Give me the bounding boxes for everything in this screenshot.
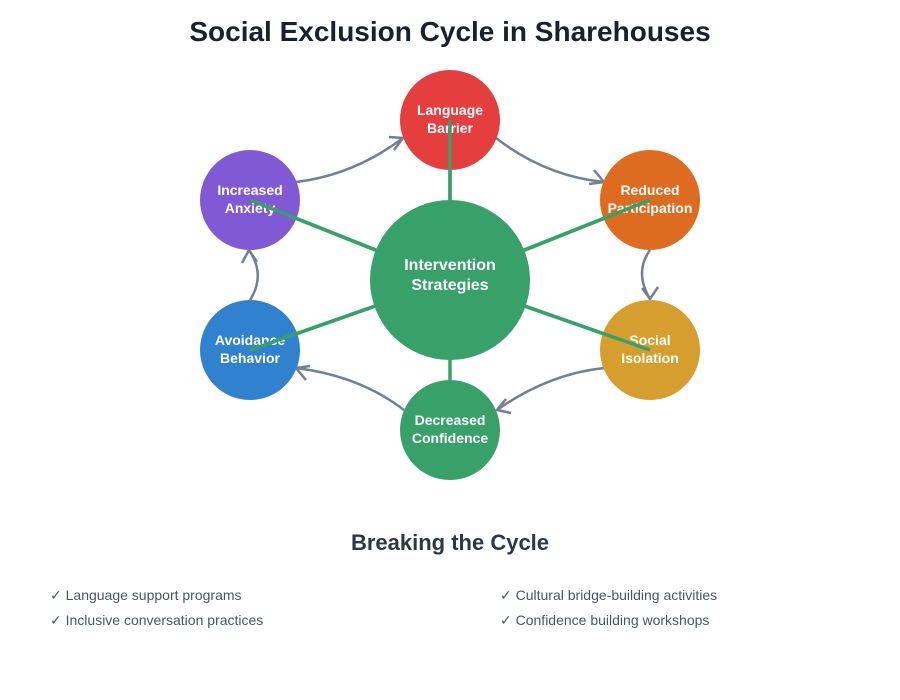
arrow-avoidance-to-anxiety — [240, 247, 259, 301]
node-circle — [400, 380, 500, 480]
spoke-overlay-lower-left — [249, 304, 376, 352]
arrow-anxiety-to-language — [295, 135, 406, 184]
node-label-line2: Participation — [608, 200, 693, 216]
strategy-item: ✓ Language support programs — [50, 587, 242, 603]
intervention-hub-label-line1: Intervention — [404, 257, 496, 274]
node-label-line2: Confidence — [412, 430, 488, 446]
arrow-confidence-to-avoidance — [293, 364, 405, 411]
arrow-language-to-participation — [495, 137, 607, 186]
spoke-overlay-lower-right — [524, 304, 651, 352]
arrow-isolation-to-confidence — [494, 366, 605, 415]
node-label-line1: Reduced — [620, 182, 679, 198]
node-label-line1: Social — [629, 332, 670, 348]
strategy-item: ✓ Cultural bridge-building activities — [500, 587, 717, 603]
breaking-cycle-heading: Breaking the Cycle — [351, 530, 549, 555]
spoke-overlay-left — [249, 198, 377, 252]
intervention-hub-circle — [370, 200, 530, 360]
strategy-item: ✓ Confidence building workshops — [500, 612, 709, 628]
diagram-title: Social Exclusion Cycle in Sharehouses — [189, 16, 710, 47]
spoke-overlays — [249, 120, 651, 352]
node-label-line1: Language — [417, 102, 483, 118]
cycle-arrows — [240, 135, 660, 415]
node-label-line2: Behavior — [220, 350, 280, 366]
node-label-line2: Isolation — [621, 350, 679, 366]
strategy-list: ✓ Language support programs ✓ Cultural b… — [50, 587, 717, 628]
intervention-hub-label-line2: Strategies — [411, 277, 488, 294]
spoke-overlay-right — [523, 198, 651, 252]
node-label-line1: Increased — [217, 182, 282, 198]
strategy-item: ✓ Inclusive conversation practices — [50, 612, 263, 628]
node-label-line1: Decreased — [415, 412, 486, 428]
node-decreased-confidence: Decreased Confidence — [400, 380, 500, 480]
arrow-participation-to-isolation — [640, 249, 660, 302]
